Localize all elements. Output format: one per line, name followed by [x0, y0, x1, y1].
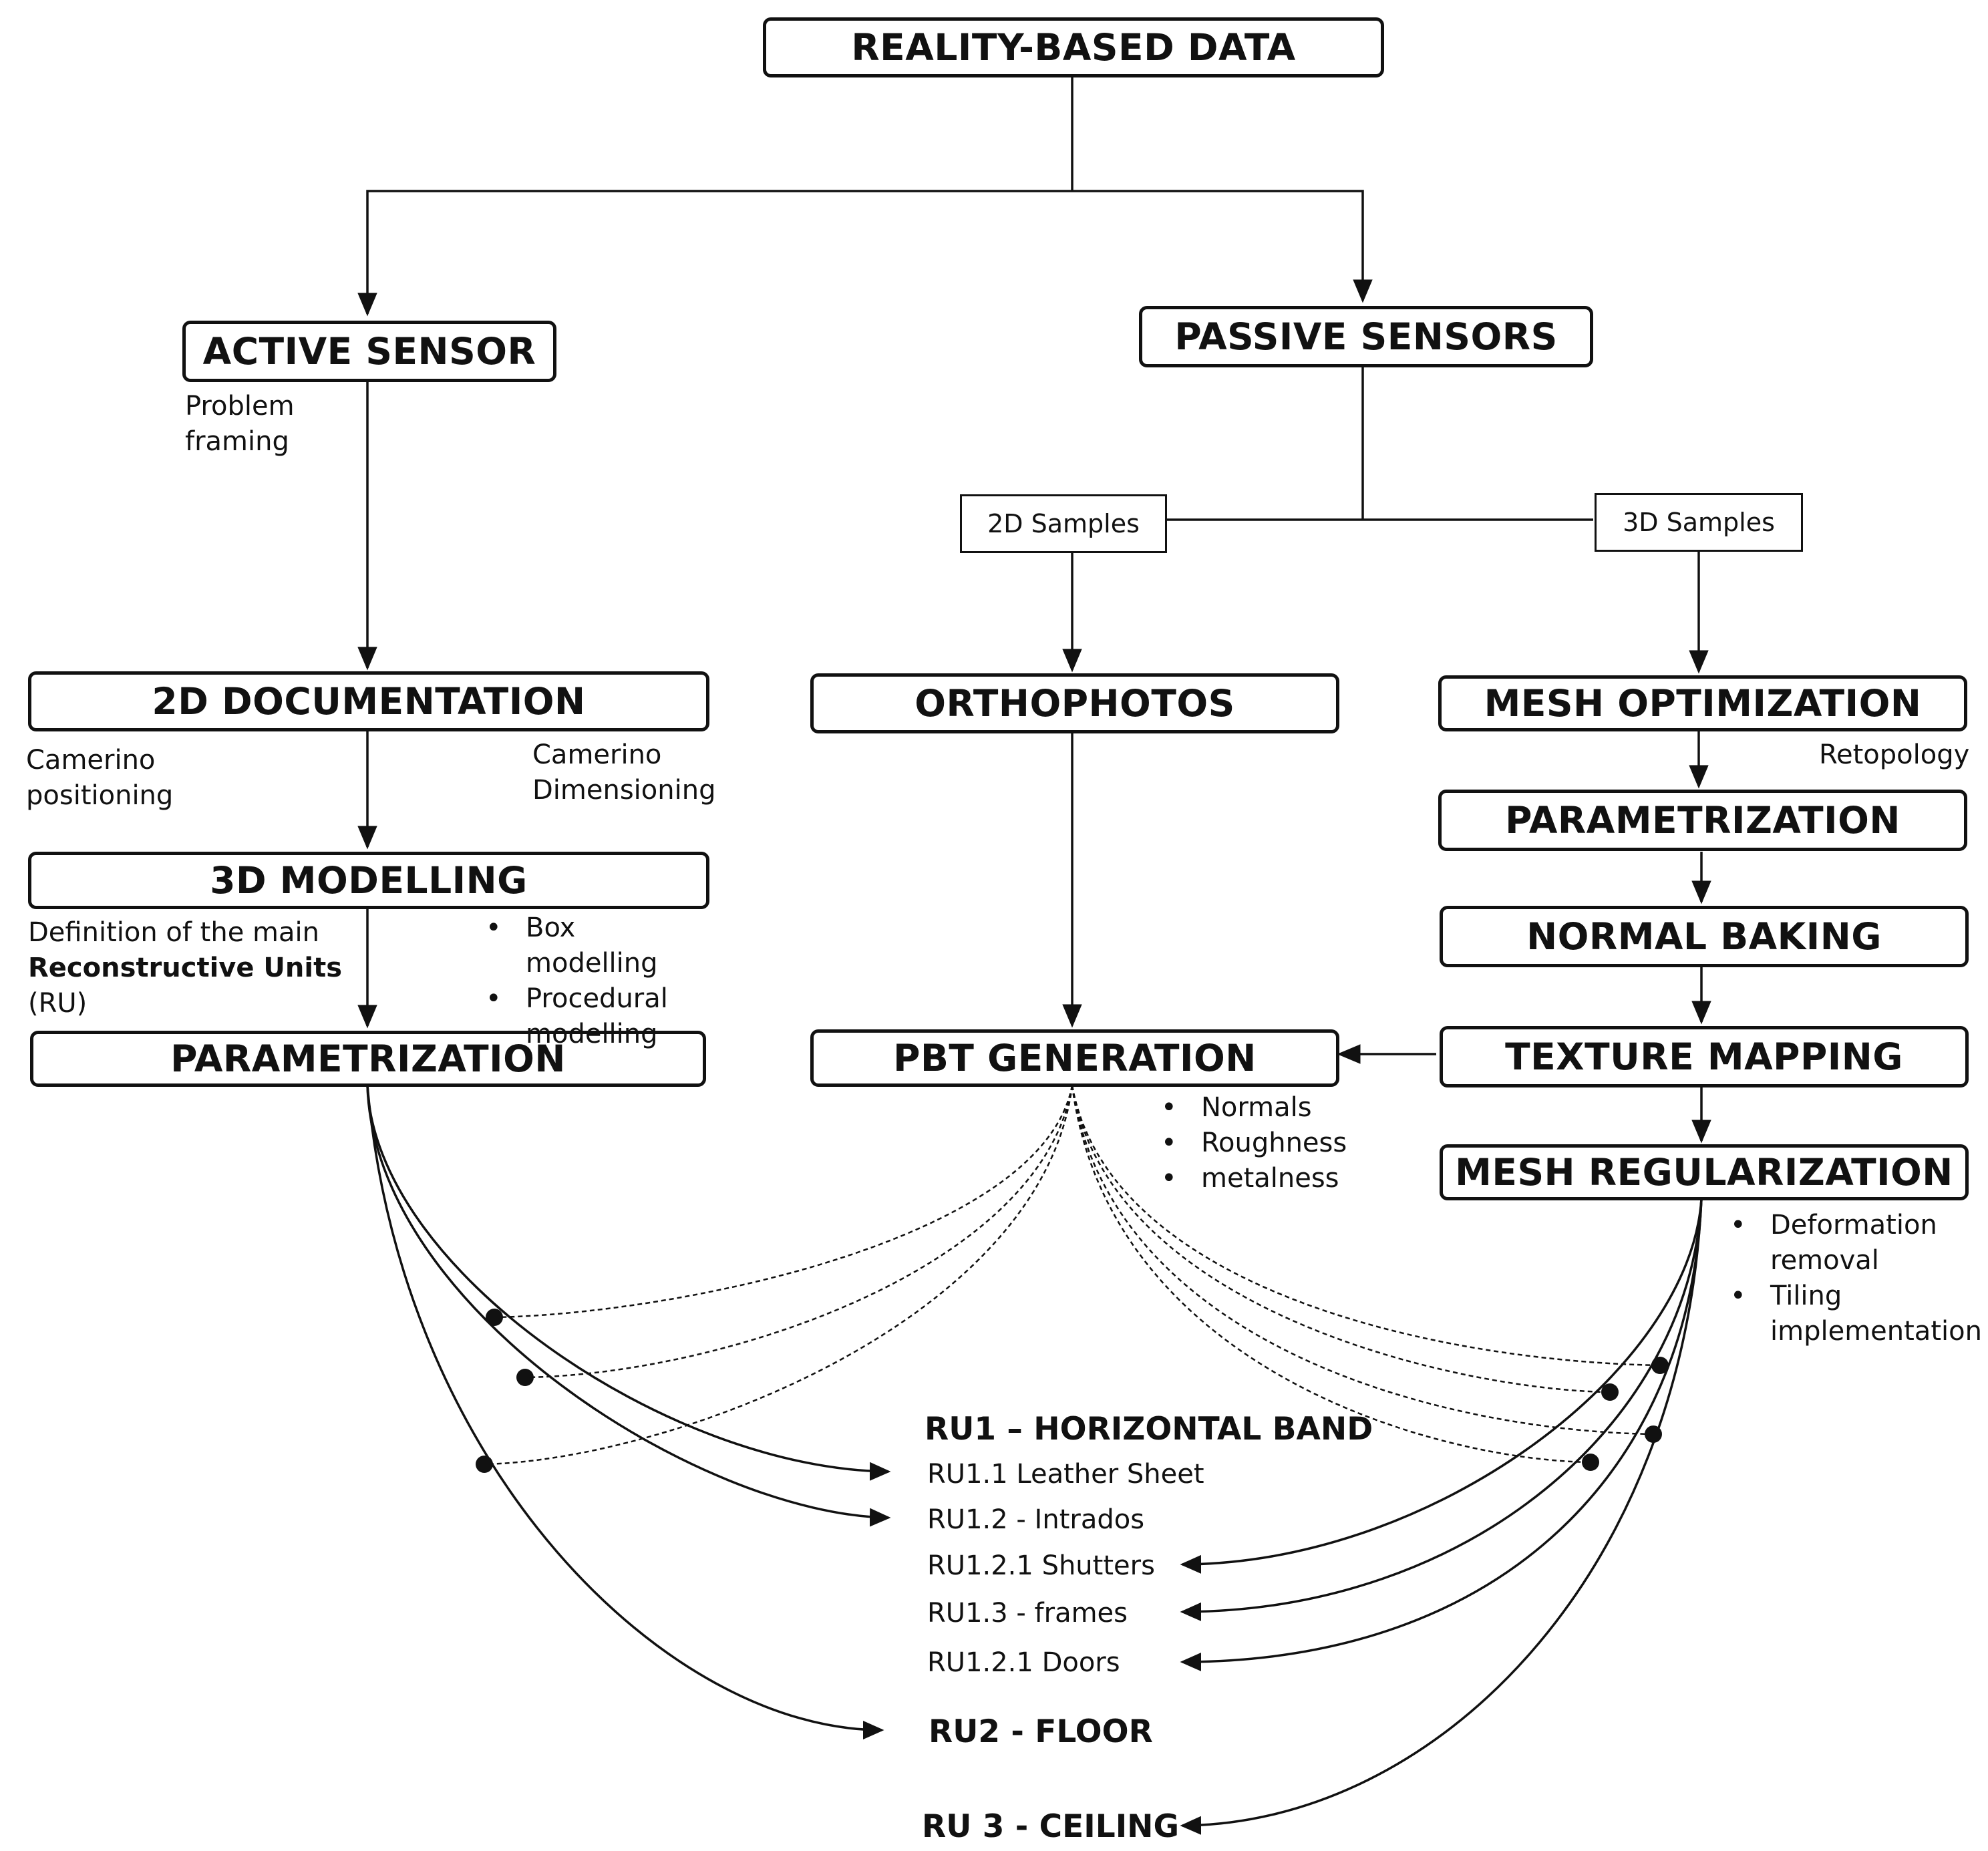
ru1-2-label: RU1.2 - Intrados [927, 1504, 1145, 1535]
camerino-positioning-note: Camerino positioning [26, 745, 174, 811]
3d-samples-box: 3D Samples [1595, 493, 1803, 552]
ru1-1-label: RU1.1 Leather Sheet [927, 1459, 1204, 1490]
mesh-regularization-box: MESH REGULARIZATION [1440, 1144, 1969, 1200]
camerino-dimensioning-note: Camerino Dimensioning [532, 739, 716, 806]
3d-modelling-box: 3D MODELLING [28, 852, 709, 909]
list-item: metalness [1161, 1161, 1361, 1196]
orthophotos-box: ORTHOPHOTOS [810, 673, 1339, 733]
problem-framing-note: Problem framing [185, 391, 295, 457]
ru1-heading: RU1 – HORIZONTAL BAND [925, 1411, 1373, 1448]
active-sensor-box: ACTIVE SENSOR [182, 321, 556, 382]
ru1-3-label: RU1.3 - frames [927, 1598, 1128, 1629]
parametrization-right-box: PARAMETRIZATION [1438, 790, 1967, 851]
reconstructive-units-note: Definition of the main Reconstructive Un… [28, 917, 342, 1019]
list-item: Box modelling [486, 910, 713, 981]
list-item: Normals [1161, 1090, 1361, 1126]
ru1-2-1-shutters-label: RU1.2.1 Shutters [927, 1550, 1155, 1581]
list-item: Tiling implementation [1730, 1279, 1982, 1349]
reconstructive-units-bold: Reconstructive Units [28, 953, 342, 983]
ru3-label: RU 3 - CEILING [922, 1808, 1180, 1845]
parametrization-left-box: PARAMETRIZATION [30, 1031, 706, 1087]
pbt-maps-list: Normals Roughness metalness [1161, 1090, 1361, 1196]
modelling-techniques-list: Box modelling Procedural modelling [486, 910, 713, 1052]
mesh-optimization-box: MESH OPTIMIZATION [1438, 675, 1967, 731]
retopology-note: Retopology [1819, 739, 1970, 770]
texture-mapping-box: TEXTURE MAPPING [1440, 1026, 1969, 1087]
normal-baking-box: NORMAL BAKING [1440, 906, 1969, 967]
ru1-2-1-doors-label: RU1.2.1 Doors [927, 1647, 1120, 1678]
2d-documentation-box: 2D DOCUMENTATION [28, 671, 709, 731]
list-item: Procedural modelling [486, 981, 686, 1052]
list-item: Roughness [1161, 1126, 1361, 1161]
2d-samples-box: 2D Samples [960, 494, 1167, 553]
reality-based-data-box: REALITY-BASED DATA [763, 17, 1384, 77]
list-item: Deformation removal [1730, 1208, 1944, 1279]
pbt-generation-box: PBT GENERATION [810, 1029, 1339, 1087]
regularization-steps-list: Deformation removal Tiling implementatio… [1730, 1208, 1984, 1349]
ru2-label: RU2 - FLOOR [929, 1713, 1153, 1750]
passive-sensors-box: PASSIVE SENSORS [1139, 306, 1593, 367]
